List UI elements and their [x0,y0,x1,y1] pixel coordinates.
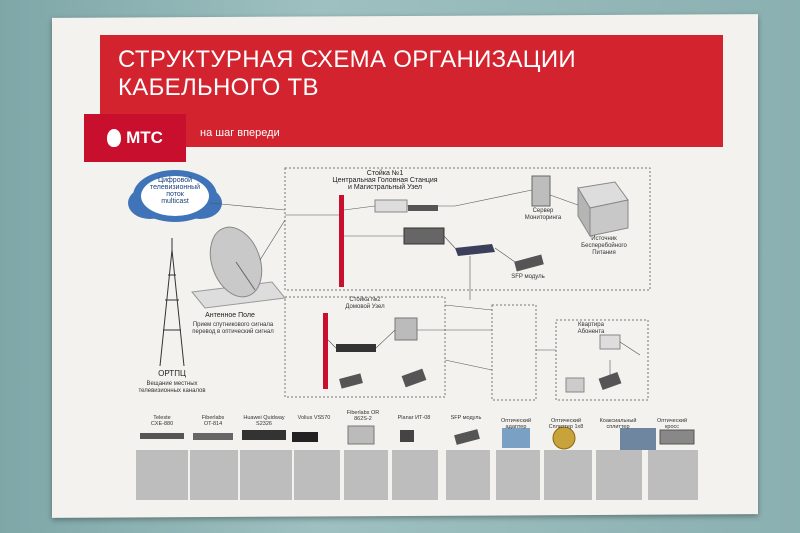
sfp-module-icon [514,254,544,272]
bottom-item-label: Коаксиальный сплиттер [599,418,637,430]
antenna-field-label: Антенное Поле [205,312,255,319]
rack2-label: Стойка №2 Домовой Узел [345,297,385,310]
router-icon [374,199,408,213]
headend-unit-icon [408,205,438,211]
bottom-item-label: SFP модуль [450,415,482,421]
patch-panel-1 [339,195,344,287]
transceiver-icon [401,368,427,388]
onu-icon [598,371,622,391]
bottom-item-label: Fiberlabs OR 862S-2 [346,410,380,422]
bottom-item-label: Оптический кросс [656,418,688,430]
title-line-2: КАБЕЛЬНОГО ТВ [118,74,319,101]
apartment-box [555,319,649,401]
socket-icon [565,377,585,393]
title-line-1: СТРУКТУРНАЯ СХЕМА ОРГАНИЗАЦИИ [118,46,576,73]
olt-icon [455,244,495,256]
ups-label: Источник Бесперебойного Питания [581,236,627,256]
bottom-item-label: Оптический Сплиттер 1x8 [548,418,584,430]
cloud-label: Цифровой телевизионный поток multicast [149,177,201,205]
spec-text-blocks [136,450,698,500]
rack2-box [284,296,446,398]
cloud-icon [128,170,222,222]
patch-panel-2 [323,313,328,389]
tv-icon [599,334,621,350]
brand-name: МТС [126,128,163,147]
bottom-item-label: Planar ИТ-08 [397,415,431,421]
bottom-item-label: Huawei Quidway S2326 [243,415,285,427]
ups-icon [577,181,629,238]
server-label: Сервер Мониторинга [524,208,562,221]
bottom-item-label: Volius VS570 [297,415,331,421]
connection-lines [209,189,641,375]
sfp-label: SFP модуль [511,274,545,280]
title-banner [100,35,723,147]
optical-receiver-icon [394,317,418,341]
bottom-item-label: Оптический адаптер [500,418,532,430]
slogan: на шаг впереди [200,127,280,139]
splitter-box [491,304,537,401]
rack1-box [284,167,651,291]
switch-icon [403,227,445,245]
mts-egg-icon [107,129,122,147]
bottom-item-label: Fiberlabs OT-814 [201,415,225,427]
switch2-icon [336,344,376,352]
tower-icon [159,238,185,367]
tower-label: ОРТПЦ [158,369,186,378]
apartment-label: Квартира Абонента [577,322,605,335]
sfp2-icon [339,373,363,389]
tower-caption: Вещание местных телевизионных каналов [138,381,206,394]
satellite-dish-icon [191,226,286,309]
poster-title: СТРУКТУРНАЯ СХЕМА ОРГАНИЗАЦИИ КАБЕЛЬНОГО… [118,46,576,102]
bottom-item-label: Teleste CXE-880 [150,415,174,427]
mts-logo: МТС [84,114,186,162]
antenna-caption: Прием спутникового сигнала перевод в опт… [192,322,274,335]
server-icon [531,175,551,207]
rack1-label: Стойка №1 Центральная Головная Станция и… [332,170,438,191]
bottom-device-row [140,425,695,450]
